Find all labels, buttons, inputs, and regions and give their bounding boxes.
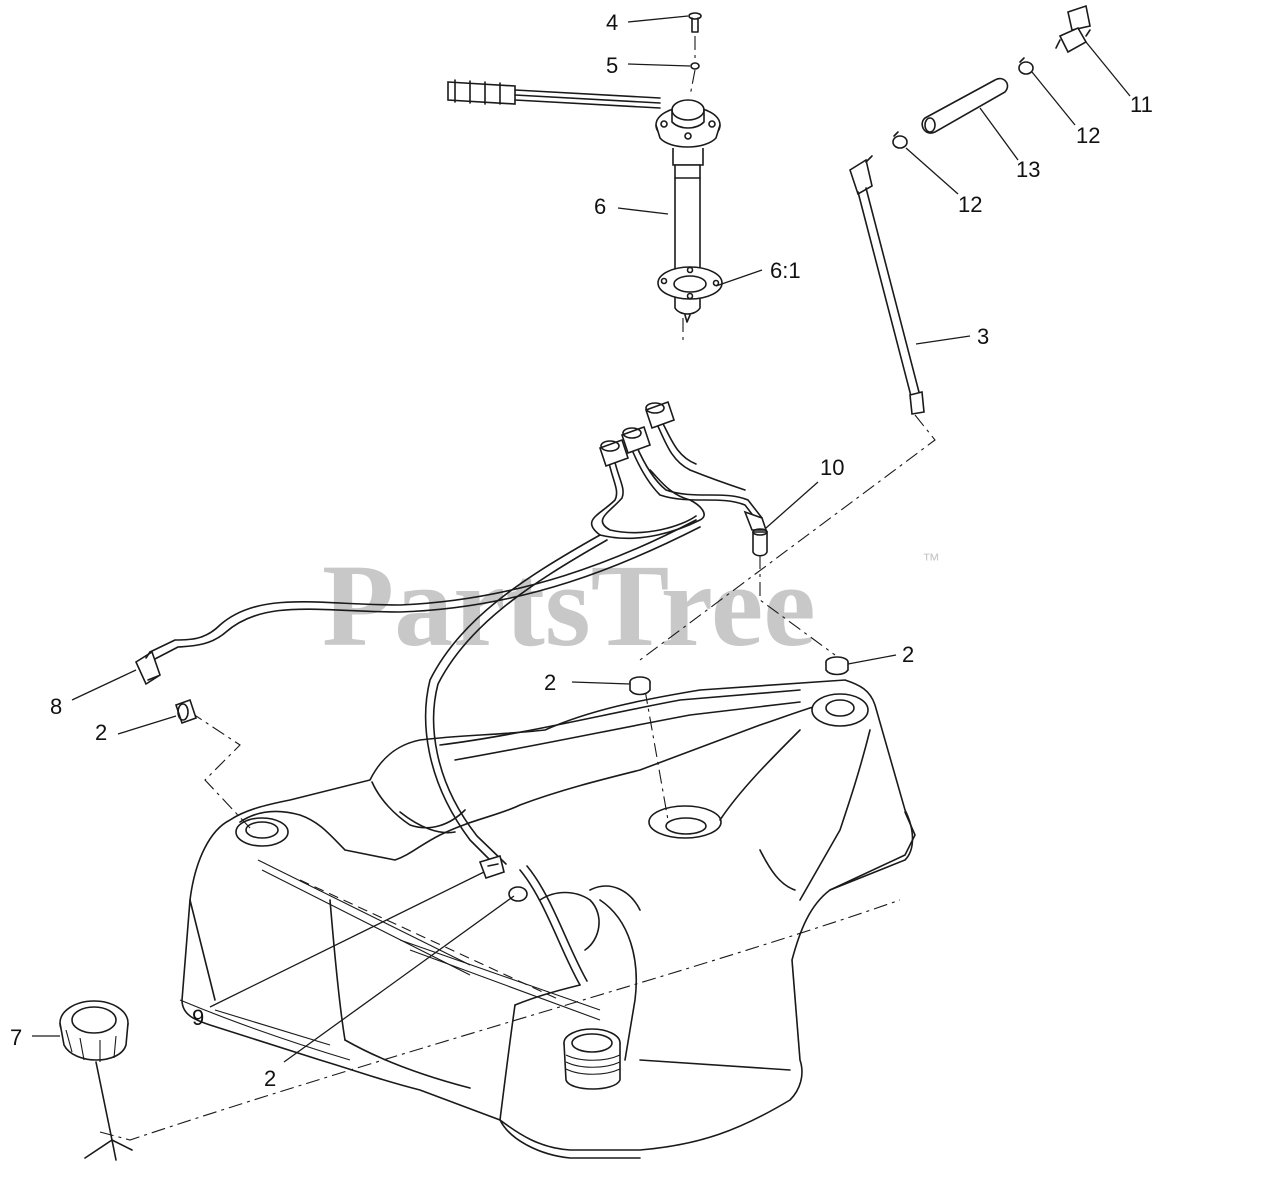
washer-part-5: [689, 36, 700, 97]
callout-8: 8: [50, 694, 62, 719]
callout-6-1: 6:1: [770, 258, 801, 283]
fuel-cap-part-7: [59, 1000, 133, 1161]
fitting-part-10: [743, 510, 768, 557]
callout-9: 9: [192, 1005, 204, 1030]
shutoff-valve-part-11: [1055, 4, 1091, 54]
grommet-part-2-center: [629, 676, 651, 696]
callout-12-upper: 12: [1076, 123, 1100, 148]
callout-6: 6: [594, 194, 606, 219]
grommet-part-2-right: [825, 656, 849, 676]
vent-tube-part-3: [849, 155, 925, 415]
callout-10: 10: [820, 455, 844, 480]
callout-5: 5: [606, 53, 618, 78]
leader-lines: [32, 15, 1131, 1063]
callout-labels: 4 5 6 6:1 3 10 11 12 12 13 2 2 2 2 8 9 7: [10, 10, 1153, 1091]
callout-2-tank: 2: [264, 1066, 276, 1091]
callout-7: 7: [10, 1025, 22, 1050]
watermark-trademark: ™: [922, 550, 940, 570]
fitting-part-9: [478, 854, 505, 880]
hose-part-13: [921, 77, 1009, 134]
callout-2-left: 2: [95, 720, 107, 745]
callout-2-right: 2: [902, 642, 914, 667]
gasket-part-6-1: [657, 266, 723, 300]
grommet-part-2-tank: [508, 886, 528, 902]
hose-clamp-part-12-lower: [892, 131, 908, 149]
callout-13: 13: [1016, 157, 1040, 182]
assembly-lines: [99, 318, 936, 1141]
screw-part-4: [688, 12, 702, 33]
callout-11: 11: [1130, 92, 1153, 117]
fuel-lines: [149, 400, 763, 986]
callout-3: 3: [977, 324, 989, 349]
fuel-tank: [179, 679, 916, 1159]
callout-12-lower: 12: [958, 192, 982, 217]
grommet-part-2-left: [174, 698, 198, 725]
callout-4: 4: [606, 10, 618, 35]
fitting-part-8: [134, 650, 161, 686]
hose-clamp-part-12-upper: [1018, 57, 1034, 75]
callout-2-center: 2: [544, 670, 556, 695]
